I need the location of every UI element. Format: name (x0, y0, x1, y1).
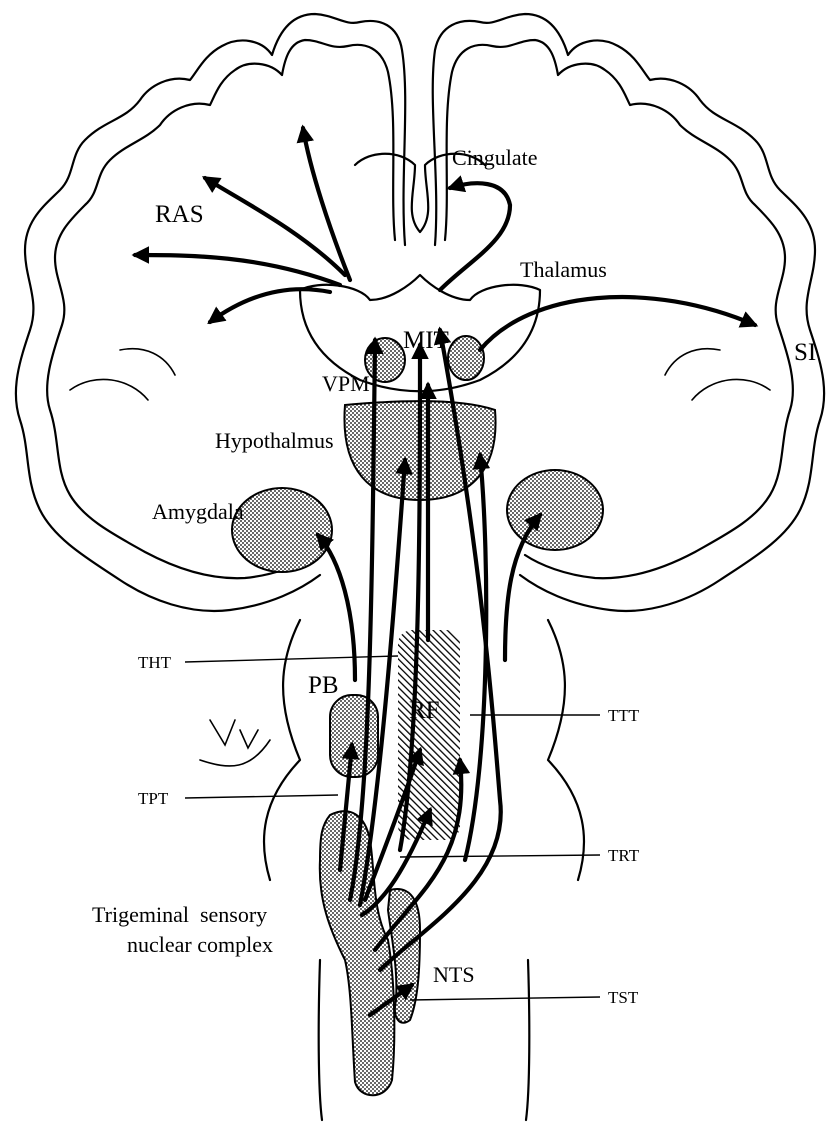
label-hypothalmus: Hypothalmus (215, 428, 334, 453)
label-tpt: TPT (138, 789, 169, 808)
label-rf: RF (409, 697, 440, 724)
label-trigeminal-line1: Trigeminal sensory (92, 902, 267, 927)
label-ras: RAS (155, 201, 204, 228)
label-pb: PB (308, 672, 339, 699)
label-tht: THT (138, 653, 172, 672)
label-tst: TST (608, 988, 639, 1007)
label-vpm: VPM (322, 371, 370, 396)
amygdala-left (232, 488, 332, 572)
parabrachial-nucleus (330, 695, 378, 777)
vpm-left (365, 338, 405, 382)
label-thalamus: Thalamus (520, 257, 607, 282)
label-amygdala: Amygdala (152, 499, 244, 524)
label-trigeminal-line2: nuclear complex (127, 932, 273, 957)
label-mit: MIT (403, 327, 449, 354)
vpm-right (448, 336, 484, 380)
label-cingulate: Cingulate (452, 145, 538, 170)
label-si: SI (794, 339, 816, 366)
label-trt: TRT (608, 846, 640, 865)
pathway-arrows (135, 128, 755, 1015)
label-nts: NTS (433, 962, 475, 987)
amygdala-right (507, 470, 603, 550)
label-ttt: TTT (608, 706, 640, 725)
